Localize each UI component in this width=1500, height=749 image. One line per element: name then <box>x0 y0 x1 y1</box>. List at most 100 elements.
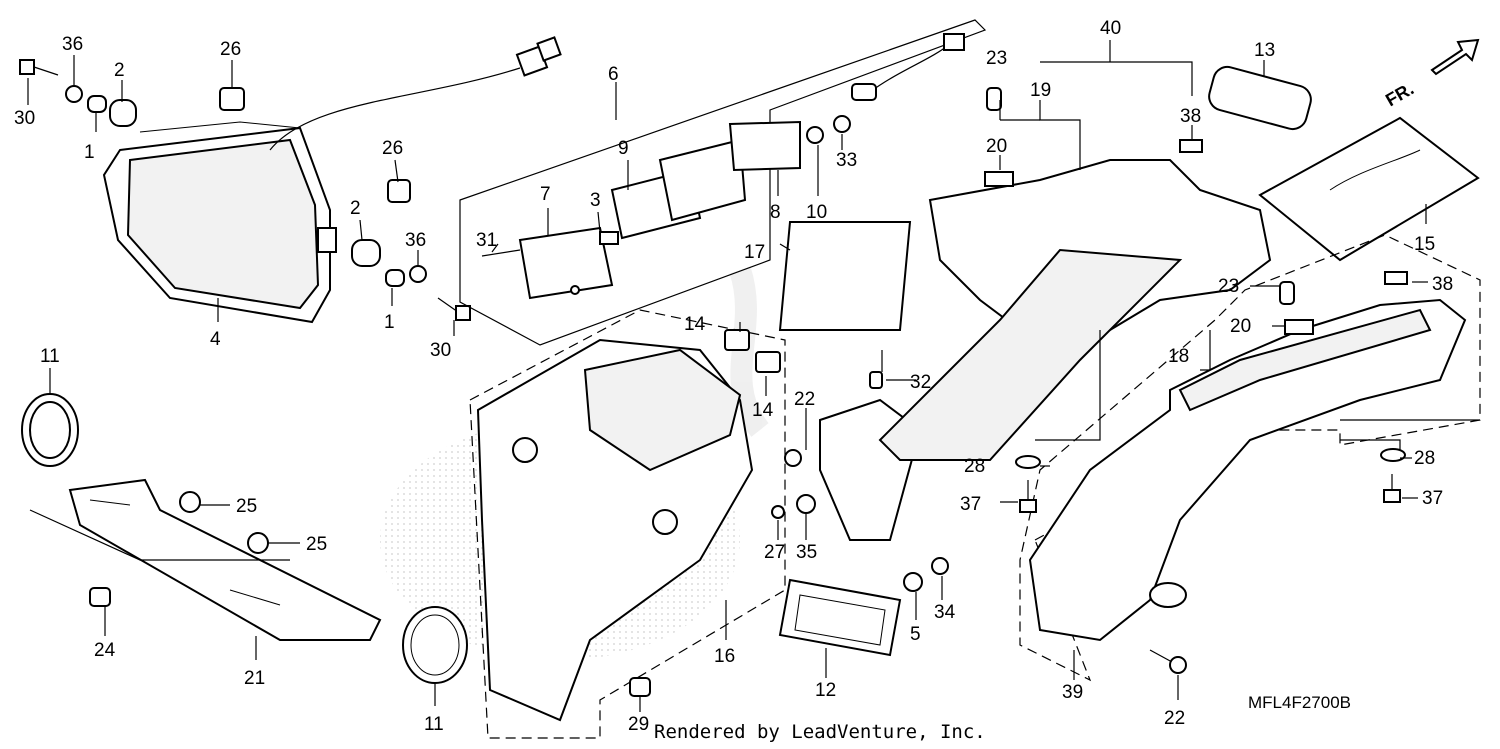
callout-36-top: 36 <box>62 34 83 55</box>
callout-30-mid: 30 <box>430 340 451 361</box>
clip-23-mid <box>1279 281 1295 305</box>
callout-22-mid: 22 <box>794 389 815 410</box>
washer-28-left <box>1015 455 1041 469</box>
reflector-11-left[interactable] <box>21 393 79 467</box>
nut-10 <box>806 126 824 144</box>
callout-28-right: 28 <box>1414 448 1435 469</box>
callout-35: 35 <box>796 542 817 563</box>
callout-20-top: 20 <box>986 136 1007 157</box>
callout-8: 8 <box>770 202 781 223</box>
drawing-code: MFL4F2700B <box>1248 693 1351 712</box>
screw-29 <box>629 677 651 697</box>
callout-30-top: 30 <box>14 108 35 129</box>
callout-27: 27 <box>764 542 785 563</box>
screw-31 <box>481 249 521 257</box>
callout-11-bottom: 11 <box>424 714 444 735</box>
washer-27 <box>771 505 785 519</box>
callout-31: 31 <box>476 230 497 251</box>
bolt-22-bottom <box>1149 649 1187 674</box>
callout-23-mid: 23 <box>1218 276 1239 297</box>
callout-17: 17 <box>744 242 765 263</box>
callout-28-left: 28 <box>964 456 985 477</box>
reflector-11-bottom[interactable] <box>402 606 468 684</box>
callout-1-mid: 1 <box>384 312 395 333</box>
callout-39: 39 <box>1062 682 1083 703</box>
callout-labels: 30 36 2 1 26 26 2 36 1 30 4 6 31 7 3 9 8… <box>14 18 1453 735</box>
pad-20-mid <box>1284 319 1314 335</box>
callout-29: 29 <box>628 714 649 735</box>
bolt-30-top <box>19 59 59 76</box>
leader-lines <box>27 40 1480 712</box>
callout-22-bottom: 22 <box>1164 708 1185 729</box>
callout-12: 12 <box>815 680 836 701</box>
front-direction-label: FR. <box>1382 79 1417 111</box>
callout-5: 5 <box>910 624 921 645</box>
license-light-base <box>658 138 747 222</box>
callout-10: 10 <box>806 202 827 223</box>
nut-25-a <box>179 491 201 513</box>
render-credit: Rendered by LeadVenture, Inc. <box>654 721 986 743</box>
nut-33 <box>833 115 851 133</box>
pad-38-mid <box>1384 271 1408 285</box>
nut-35 <box>796 494 816 514</box>
callout-9: 9 <box>618 138 629 159</box>
bolt-37-left <box>1019 480 1037 513</box>
callout-13: 13 <box>1254 40 1275 61</box>
callout-26-top: 26 <box>220 39 241 60</box>
undertray-19[interactable] <box>878 159 1272 461</box>
callout-14-a: 14 <box>684 314 706 335</box>
callout-33: 33 <box>836 150 857 171</box>
callout-4: 4 <box>210 329 221 350</box>
callout-18: 18 <box>1168 346 1189 367</box>
callout-24: 24 <box>94 640 116 661</box>
cover-sheet-15[interactable] <box>1258 116 1480 262</box>
nut-25-b <box>247 532 269 554</box>
side-reflector-12[interactable] <box>778 578 902 657</box>
bolt-24 <box>89 587 111 607</box>
callout-3: 3 <box>590 190 601 211</box>
license-light-housing-8 <box>728 120 801 172</box>
callout-21: 21 <box>244 668 265 689</box>
callout-26-mid: 26 <box>382 138 403 159</box>
callout-20-mid: 20 <box>1230 316 1251 337</box>
license-light-cover-17[interactable] <box>778 221 912 331</box>
callout-6: 6 <box>608 64 619 85</box>
callout-25-a: 25 <box>236 496 257 517</box>
nut-34 <box>931 557 949 575</box>
clip-23-top <box>986 87 1002 111</box>
band-13[interactable] <box>1206 64 1314 132</box>
pad-38-top <box>1179 139 1203 153</box>
license-light-group-outline <box>459 19 987 346</box>
callout-38-top: 38 <box>1180 106 1201 127</box>
callout-15: 15 <box>1414 234 1435 255</box>
washer-36-mid <box>409 265 427 283</box>
callout-34: 34 <box>934 602 956 623</box>
callout-37-right: 37 <box>1422 488 1443 509</box>
callout-19: 19 <box>1030 80 1051 101</box>
side-rail-group-outline <box>1019 234 1481 682</box>
callout-36-mid: 36 <box>405 230 426 251</box>
callout-38-mid: 38 <box>1432 274 1453 295</box>
bolt-37-right <box>1383 474 1401 503</box>
clip-14-b <box>755 351 781 373</box>
socket-cable-group <box>851 33 965 101</box>
washer-28-right <box>1380 448 1406 462</box>
front-direction-arrow <box>1430 38 1480 76</box>
callout-14-b: 14 <box>752 400 774 421</box>
callout-11-left: 11 <box>40 346 60 367</box>
callout-23-top: 23 <box>986 48 1007 69</box>
tail-light-assembly[interactable] <box>102 121 337 324</box>
callout-37-left: 37 <box>960 494 981 515</box>
callout-1-top: 1 <box>84 142 95 163</box>
grommet-2-top <box>109 99 137 127</box>
grommet-2-mid <box>351 239 381 267</box>
side-rail-18[interactable] <box>1028 298 1467 642</box>
rear-fender-group-outline <box>469 309 786 739</box>
rear-fender[interactable] <box>476 338 754 722</box>
license-light-lens-7[interactable] <box>518 226 614 300</box>
callout-2-mid: 2 <box>350 198 361 219</box>
nut-5 <box>903 572 923 592</box>
screw-32 <box>869 371 883 389</box>
